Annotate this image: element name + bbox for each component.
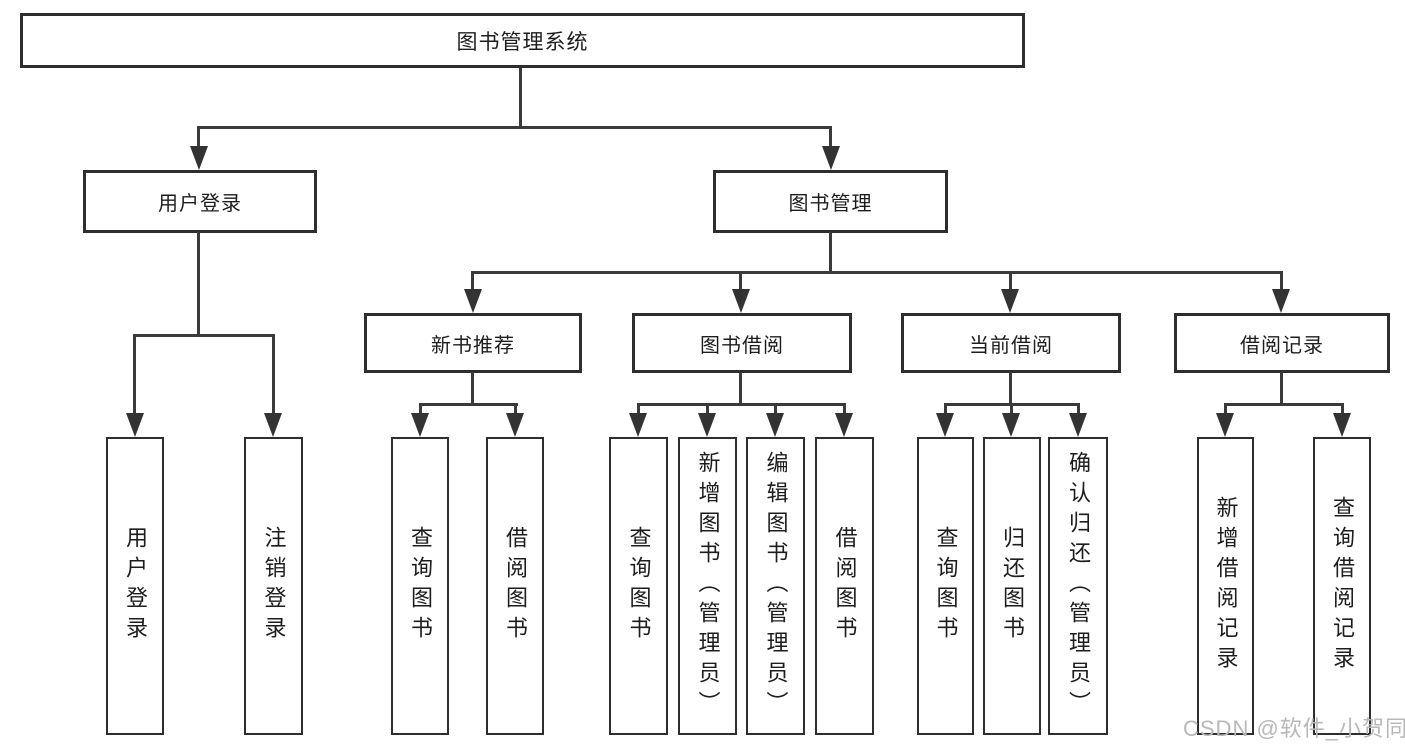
arrowhead-down-icon [506, 413, 524, 437]
connector-line [1077, 403, 1080, 417]
leaf-query-books-recommend: 查询图书 [391, 437, 449, 735]
connector-line [519, 68, 522, 128]
leaf-label: 注销登录 [261, 526, 287, 646]
connector-line [739, 271, 742, 291]
connector-line [419, 403, 518, 406]
leaf-label: 编辑图书（管理员） [763, 451, 789, 721]
arrowhead-down-icon [190, 146, 208, 170]
connector-line [471, 271, 474, 291]
connector-line [1341, 403, 1344, 417]
connector-line [1009, 271, 1012, 291]
leaf-label: 借阅图书 [503, 526, 528, 646]
connector-line [944, 403, 947, 417]
connector-line [1224, 403, 1344, 406]
arrowhead-down-icon [698, 413, 716, 437]
leaf-borrow-books-recommend: 借阅图书 [486, 437, 544, 735]
connector-line [197, 126, 200, 150]
arrowhead-down-icon [766, 413, 784, 437]
leaf-edit-books-admin: 编辑图书（管理员） [746, 437, 805, 735]
connector-line [637, 403, 640, 417]
leaf-borrow-books: 借阅图书 [815, 437, 874, 735]
node-book-borrowing: 图书借阅 [632, 313, 852, 373]
leaf-label: 新增图书（管理员） [695, 451, 721, 721]
arrowhead-down-icon [464, 289, 482, 313]
leaf-label: 借阅图书 [832, 526, 858, 646]
node-user-login: 用户登录 [83, 170, 317, 233]
connector-line [1010, 403, 1013, 417]
connector-line [133, 334, 136, 414]
arrowhead-down-icon [126, 413, 144, 437]
arrowhead-down-icon [1333, 413, 1351, 437]
arrowhead-down-icon [732, 289, 750, 313]
arrowhead-down-icon [264, 413, 282, 437]
csdn-watermark: CSDN @软件_小贺同学 [1183, 716, 1405, 741]
connector-line [197, 232, 200, 336]
connector-line [829, 232, 832, 274]
leaf-logout: 注销登录 [244, 437, 303, 735]
node-library-management-system: 图书管理系统 [20, 13, 1025, 68]
connector-line [514, 403, 517, 417]
connector-line [706, 403, 709, 417]
connector-line [843, 403, 846, 417]
connector-line [197, 126, 832, 129]
leaf-label: 用户登录 [123, 526, 148, 646]
connector-line [1280, 372, 1283, 405]
node-new-book-recommend: 新书推荐 [364, 313, 582, 373]
arrowhead-down-icon [1002, 413, 1020, 437]
connector-line [637, 403, 846, 406]
node-borrowing-records: 借阅记录 [1174, 313, 1390, 373]
connector-line [774, 403, 777, 417]
connector-line [133, 334, 275, 337]
leaf-label: 确认归还（管理员） [1066, 451, 1091, 721]
leaf-query-books-borrowing: 查询图书 [609, 437, 668, 735]
arrowhead-down-icon [1216, 413, 1234, 437]
arrowhead-down-icon [1001, 289, 1019, 313]
leaf-return-books: 归还图书 [983, 437, 1041, 735]
leaf-add-borrow-record: 新增借阅记录 [1197, 437, 1254, 735]
arrowhead-down-icon [1272, 289, 1290, 313]
leaf-label: 归还图书 [1000, 526, 1025, 646]
arrowhead-down-icon [411, 413, 429, 437]
arrowhead-down-icon [629, 413, 647, 437]
connector-line [1280, 271, 1283, 291]
leaf-label: 查询图书 [933, 526, 959, 646]
arrowhead-down-icon [1069, 413, 1087, 437]
node-book-management: 图书管理 [713, 170, 948, 233]
arrowhead-down-icon [835, 413, 853, 437]
leaf-label: 查询图书 [626, 526, 652, 646]
connector-line [829, 126, 832, 150]
leaf-label: 查询借阅记录 [1330, 496, 1355, 676]
arrowhead-down-icon [822, 146, 840, 170]
connector-line [739, 372, 742, 405]
leaf-query-borrow-record: 查询借阅记录 [1313, 437, 1371, 735]
connector-line [272, 334, 275, 414]
connector-line [471, 271, 1283, 274]
connector-line [471, 372, 474, 405]
leaf-label: 新增借阅记录 [1213, 496, 1239, 676]
arrowhead-down-icon [936, 413, 954, 437]
leaf-user-login: 用户登录 [106, 437, 164, 735]
connector-line [1224, 403, 1227, 417]
leaf-add-books-admin: 新增图书（管理员） [678, 437, 737, 735]
node-current-borrowing: 当前借阅 [901, 313, 1121, 373]
leaf-confirm-return-admin: 确认归还（管理员） [1048, 437, 1108, 735]
leaf-query-books-current: 查询图书 [917, 437, 974, 735]
connector-line [1009, 372, 1012, 405]
connector-line [419, 403, 422, 417]
leaf-label: 查询图书 [408, 526, 433, 646]
